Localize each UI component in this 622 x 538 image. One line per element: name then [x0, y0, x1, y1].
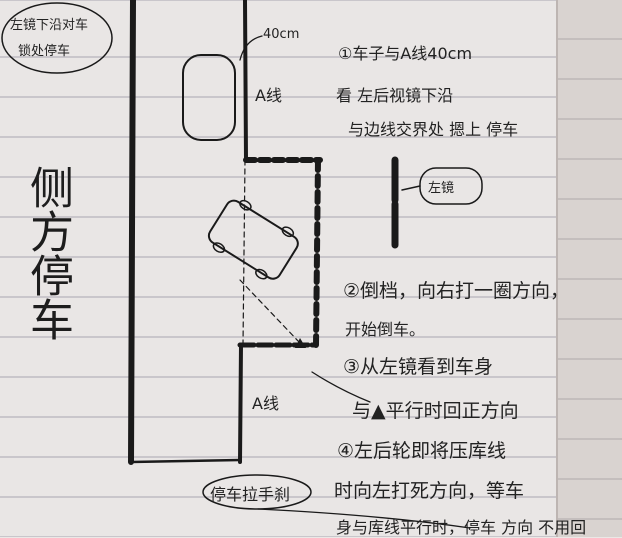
mirror-label: 左镜: [428, 181, 455, 196]
reverse-path-dashed: [239, 279, 301, 344]
corner-note-line2: 锁处停车: [18, 44, 71, 59]
corner-note-circle: [1, 2, 113, 74]
car-start: [182, 54, 236, 141]
a-line-label-top: A线: [255, 86, 282, 105]
distance-label: 40cm: [263, 27, 300, 42]
car-angled: [207, 199, 299, 280]
distance-arrow: [239, 35, 263, 61]
step1-line2: 看 左后视镜下沿: [336, 86, 454, 105]
step3-line1: ③从左镜看到车身: [343, 356, 494, 378]
a-line-label-bottom: A线: [252, 394, 279, 413]
step1-line1: ①车子与A线40cm: [338, 44, 473, 63]
handbrake-arrow: [257, 508, 471, 529]
road-bottom-line: [129, 458, 242, 464]
a-line-bottom: [238, 343, 243, 464]
step3-line2: 与▲平行时回正方向: [352, 400, 519, 422]
garage-inner-dashed: [242, 159, 246, 346]
handbrake-note: 停车拉手刹: [210, 485, 291, 504]
step4-line2: 时向左打死方向，等车: [334, 480, 525, 502]
road-edge-line: [128, 0, 136, 465]
triangle-pointer-arrow: [311, 371, 371, 403]
side-parking-title: 侧方停车: [22, 165, 73, 341]
step2-line1: ②倒档，向右打一圈方向，: [343, 280, 570, 302]
garage-right: [313, 157, 321, 348]
next-page-edge: [556, 0, 622, 537]
step2-line2: 开始倒车。: [345, 320, 426, 339]
step4-line1: ④左后轮即将压库线: [337, 440, 507, 462]
corner-note-line1: 左镜下沿对车: [10, 18, 89, 33]
step4-line3: 身与库线平行时，停车 方向 不用回: [336, 518, 587, 537]
notebook-page: [0, 0, 556, 537]
handbrake-circle: [202, 474, 312, 510]
triangle-marker-icon: [295, 338, 306, 348]
a-line-top: [243, 0, 248, 162]
step1-line3: 与边线交界处 摁上 停车: [348, 120, 519, 139]
